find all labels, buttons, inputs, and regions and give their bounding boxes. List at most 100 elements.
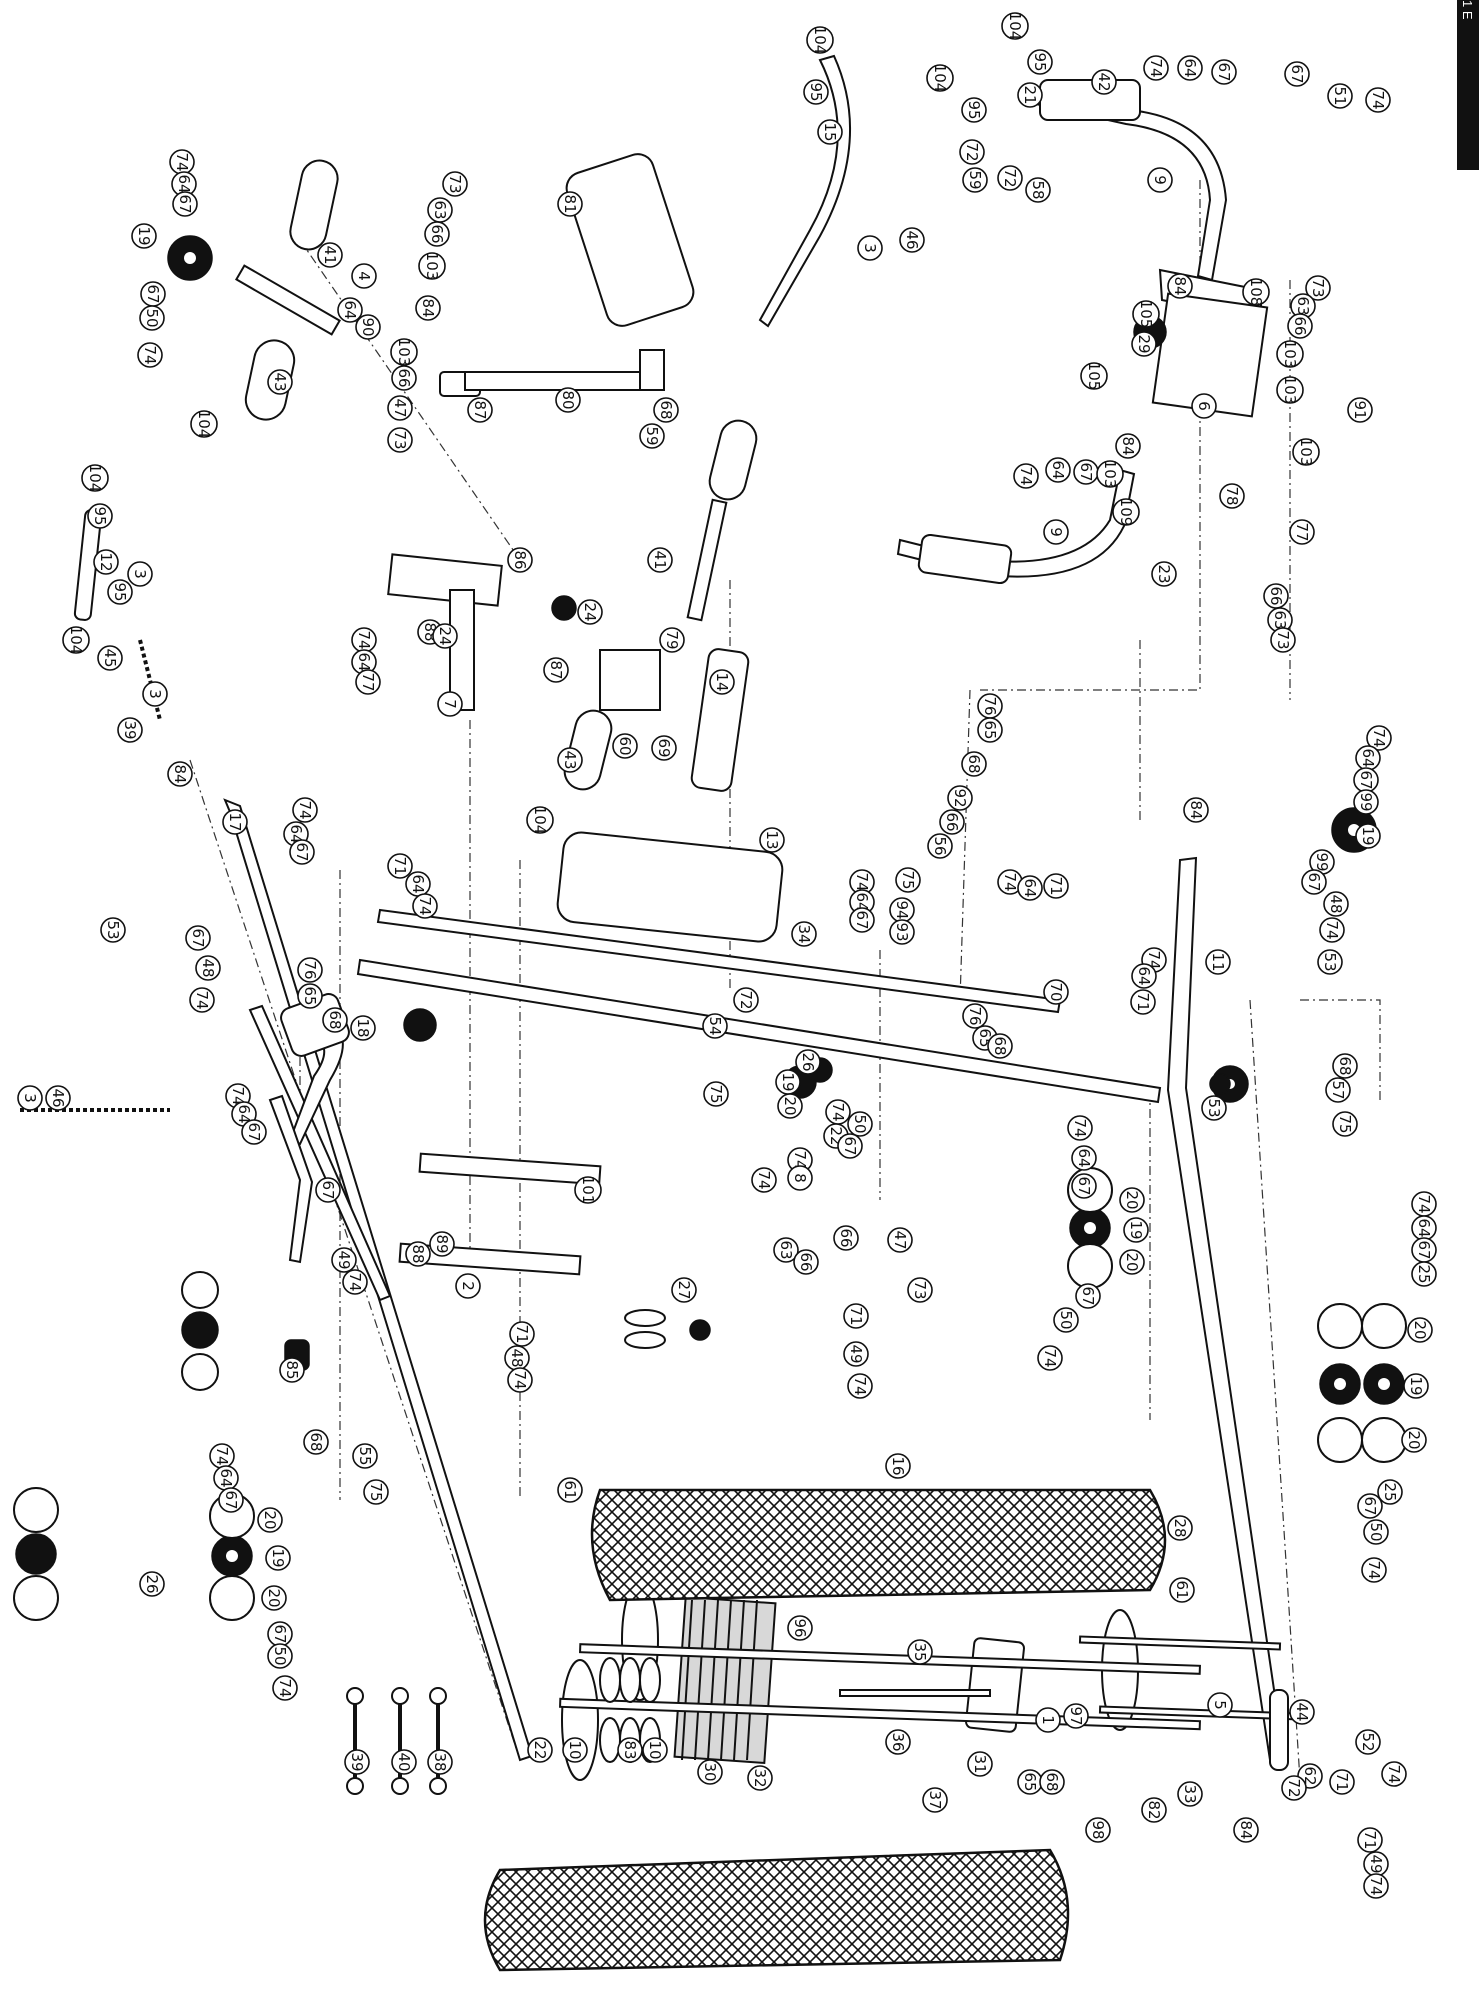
callout-circle bbox=[1377, 1479, 1403, 1505]
callout-circle bbox=[1332, 1111, 1358, 1137]
callout-circle bbox=[1363, 1873, 1389, 1899]
part-callout-29: 29 bbox=[1131, 331, 1157, 357]
part-callout-3: 3 bbox=[857, 235, 883, 261]
callout-number: 71 bbox=[1333, 1772, 1351, 1791]
callout-circle bbox=[1353, 789, 1379, 815]
part-callout-9: 9 bbox=[1043, 519, 1069, 545]
callout-circle bbox=[849, 907, 875, 933]
part-callout-20: 20 bbox=[1407, 1317, 1433, 1343]
callout-number: 49 bbox=[335, 1250, 353, 1269]
part-callout-67: 67 bbox=[837, 1133, 863, 1159]
callout-circle bbox=[507, 1367, 533, 1393]
callout-circle bbox=[847, 1373, 873, 1399]
callout-number: 66 bbox=[1267, 586, 1285, 605]
callout-circle bbox=[1075, 1283, 1101, 1309]
part-callout-104: 104 bbox=[526, 806, 554, 835]
part-callout-35: 35 bbox=[907, 1639, 933, 1665]
part-callout-76: 76 bbox=[977, 693, 1003, 719]
callout-circle bbox=[939, 809, 965, 835]
callout-circle bbox=[427, 1749, 453, 1775]
part-callout-33: 33 bbox=[1177, 1781, 1203, 1807]
callout-number: 65 bbox=[1021, 1772, 1039, 1791]
part-callout-84: 84 bbox=[1167, 273, 1193, 299]
callout-number: 8 bbox=[791, 1173, 809, 1183]
callout-circle bbox=[833, 1225, 859, 1251]
callout-circle bbox=[315, 1177, 341, 1203]
callout-number: 42 bbox=[1095, 72, 1113, 91]
part-callout-3: 3 bbox=[17, 1085, 43, 1111]
callout-number: 60 bbox=[616, 736, 634, 755]
callout-circle bbox=[1151, 561, 1177, 587]
part-callout-2: 2 bbox=[455, 1273, 481, 1299]
callout-circle bbox=[1132, 300, 1160, 328]
callout-number: 19 bbox=[269, 1548, 287, 1567]
part-callout-67: 67 bbox=[1284, 61, 1310, 87]
part-callout-99: 99 bbox=[1309, 849, 1335, 875]
part-callout-105: 105 bbox=[1080, 362, 1108, 390]
callout-number: 74 bbox=[1041, 1348, 1059, 1367]
callout-number: 94 bbox=[893, 900, 911, 919]
callout-circle bbox=[962, 1003, 988, 1029]
callout-number: 20 bbox=[781, 1096, 799, 1115]
callout-number: 84 bbox=[1171, 276, 1189, 295]
page-corner-tab: 1 E bbox=[1457, 0, 1479, 170]
part-callout-73: 73 bbox=[1305, 275, 1331, 301]
part-callout-90: 90 bbox=[355, 314, 381, 340]
part-callout-88: 88 bbox=[405, 1241, 431, 1267]
part-callout-92: 92 bbox=[947, 785, 973, 811]
callout-number: 81 bbox=[561, 194, 579, 213]
callout-circle bbox=[139, 305, 165, 331]
callout-number: 9 bbox=[1151, 175, 1169, 185]
part-callout-56: 56 bbox=[927, 833, 953, 859]
callout-number: 74 bbox=[276, 1678, 294, 1697]
callout-number: 24 bbox=[581, 602, 599, 621]
callout-number: 83 bbox=[621, 1740, 639, 1759]
callout-number: 64 bbox=[355, 652, 373, 671]
part-callout-74: 74 bbox=[272, 1675, 298, 1701]
part-callout-74: 74 bbox=[1319, 917, 1345, 943]
part-callout-99: 99 bbox=[1353, 789, 1379, 815]
callout-number: 74 bbox=[1147, 58, 1165, 77]
callout-circle bbox=[387, 853, 413, 879]
callout-circle bbox=[1191, 393, 1217, 419]
part-callout-19: 19 bbox=[1403, 1373, 1429, 1399]
callout-circle bbox=[1043, 979, 1069, 1005]
callout-number: 74 bbox=[1415, 1194, 1433, 1213]
callout-number: 64 bbox=[1181, 58, 1199, 77]
callout-number: 67 bbox=[841, 1136, 859, 1155]
callout-number: 41 bbox=[321, 245, 339, 264]
callout-circle bbox=[390, 338, 418, 366]
callout-number: 57 bbox=[1329, 1080, 1347, 1099]
callout-number: 66 bbox=[428, 224, 446, 243]
callout-number: 43 bbox=[271, 372, 289, 391]
callout-circle bbox=[1355, 1729, 1381, 1755]
callout-number: 85 bbox=[283, 1360, 301, 1379]
part-callout-72: 72 bbox=[1281, 1775, 1307, 1801]
part-callout-78: 78 bbox=[1219, 483, 1245, 509]
part-callout-95: 95 bbox=[107, 579, 133, 605]
callout-number: 72 bbox=[1001, 168, 1019, 187]
part-callout-84: 84 bbox=[415, 295, 441, 321]
callout-circle bbox=[759, 827, 785, 853]
callout-number: 11 bbox=[1209, 952, 1227, 971]
callout-number: 21 bbox=[1021, 85, 1039, 104]
part-callout-63: 63 bbox=[773, 1237, 799, 1263]
callout-circle bbox=[352, 1443, 378, 1469]
callout-circle bbox=[1115, 433, 1141, 459]
callout-number: 10 bbox=[566, 1740, 584, 1759]
callout-number: 20 bbox=[1123, 1252, 1141, 1271]
callout-number: 68 bbox=[326, 1010, 344, 1029]
callout-circle bbox=[189, 987, 215, 1013]
part-callout-39: 39 bbox=[344, 1749, 370, 1775]
part-callout-20: 20 bbox=[261, 1585, 287, 1611]
part-callout-74: 74 bbox=[1411, 1191, 1437, 1217]
callout-number: 19 bbox=[135, 226, 153, 245]
part-callout-6: 6 bbox=[1191, 393, 1217, 419]
callout-circle bbox=[1284, 61, 1310, 87]
part-callout-74: 74 bbox=[189, 987, 215, 1013]
part-callout-72: 72 bbox=[959, 139, 985, 165]
callout-number: 48 bbox=[199, 958, 217, 977]
part-callout-8: 8 bbox=[787, 1165, 813, 1191]
part-callout-67: 67 bbox=[1073, 459, 1099, 485]
callout-number: 104 bbox=[531, 806, 549, 835]
